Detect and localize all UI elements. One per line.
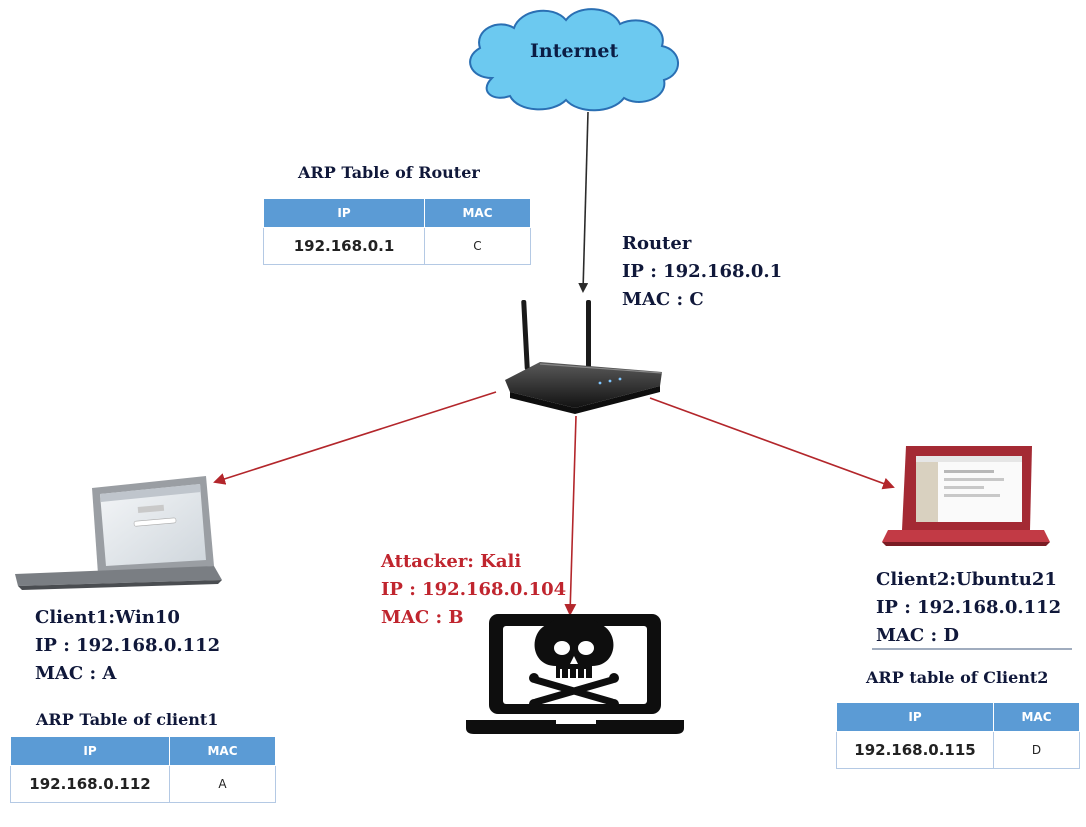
client2-mac: MAC : D [876, 625, 960, 646]
attacker-name: Attacker: Kali [381, 551, 522, 572]
attacker-ip: IP : 192.168.0.104 [381, 579, 567, 600]
client1-mac: MAC : A [35, 663, 117, 684]
internet-label: Internet [530, 40, 619, 62]
client2-arp-title: ARP table of Client2 [866, 668, 1049, 687]
header-mac: MAC [424, 198, 531, 228]
link-router-client1 [213, 391, 497, 485]
client1-name: Client1:Win10 [35, 607, 180, 628]
cell-mac: A [169, 765, 276, 803]
client1-laptop-icon [15, 476, 222, 590]
attacker-mac: MAC : B [381, 607, 464, 628]
table-row: 192.168.0.112 A [10, 765, 276, 803]
table-row: 192.168.0.115 D [836, 731, 1080, 769]
client1-arp-table: IP MAC 192.168.0.112 A [10, 736, 276, 803]
client1-ip: IP : 192.168.0.112 [35, 635, 221, 656]
link-router-attacker [564, 415, 577, 616]
header-mac: MAC [993, 702, 1080, 732]
client1-arp-title: ARP Table of client1 [36, 710, 219, 729]
router-name: Router [622, 233, 692, 254]
client2-ip: IP : 192.168.0.112 [876, 597, 1062, 618]
header-ip: IP [263, 198, 425, 228]
link-router-client2 [649, 397, 895, 490]
table-row: 192.168.0.1 C [263, 227, 531, 265]
client2-arp-table: IP MAC 192.168.0.115 D [836, 702, 1080, 769]
cell-mac: D [993, 731, 1080, 769]
router-info: Router IP : 192.168.0.1 MAC : C [622, 230, 782, 314]
link-internet-router [578, 111, 589, 293]
header-ip: IP [10, 736, 170, 766]
router-ip: IP : 192.168.0.1 [622, 261, 783, 282]
router-mac: MAC : C [622, 289, 704, 310]
cell-mac: C [424, 227, 531, 265]
skull-icon [529, 616, 619, 709]
internet-cloud-icon [469, 8, 679, 112]
client2-info: Client2:Ubuntu21 IP : 192.168.0.112 MAC … [876, 566, 1061, 650]
table-header-row: IP MAC [836, 702, 1080, 732]
router-arp-table: IP MAC 192.168.0.1 C [263, 198, 531, 265]
router-arp-title: ARP Table of Router [298, 163, 480, 182]
router-icon [505, 299, 663, 414]
cell-ip: 192.168.0.115 [836, 731, 994, 769]
table-header-row: IP MAC [10, 736, 276, 766]
client2-laptop-icon [882, 446, 1050, 546]
attacker-info: Attacker: Kali IP : 192.168.0.104 MAC : … [381, 548, 566, 632]
cell-ip: 192.168.0.1 [263, 227, 425, 265]
client1-info: Client1:Win10 IP : 192.168.0.112 MAC : A [35, 604, 220, 688]
attacker-laptop-icon [466, 614, 684, 734]
table-header-row: IP MAC [263, 198, 531, 228]
header-ip: IP [836, 702, 994, 732]
header-mac: MAC [169, 736, 276, 766]
cell-ip: 192.168.0.112 [10, 765, 170, 803]
client2-name: Client2:Ubuntu21 [876, 569, 1057, 590]
